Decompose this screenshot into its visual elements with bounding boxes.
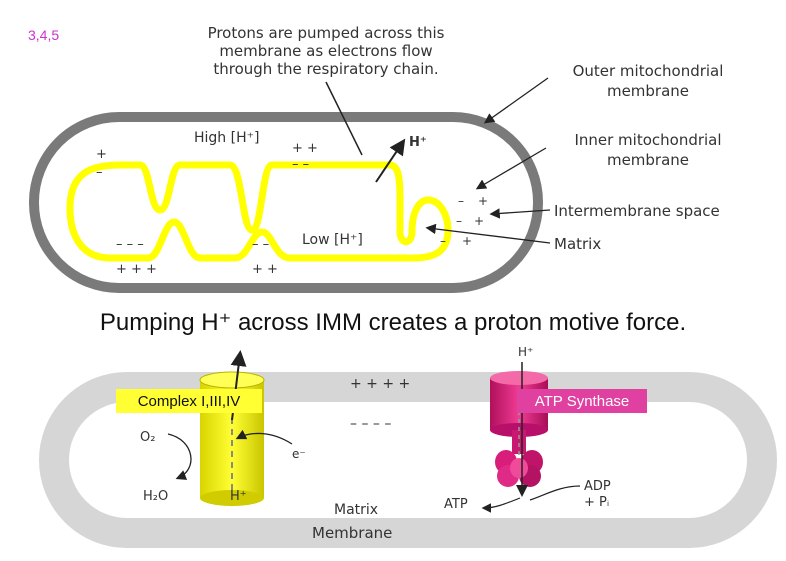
callout-line-3: through the respiratory chain. [213, 60, 438, 78]
outer-membrane-label: Outer mitochondrial [573, 62, 724, 80]
charge-plus: + + [292, 141, 318, 156]
charge-plus: + + + [116, 262, 157, 277]
callout-line-2: membrane as electrons flow [219, 42, 432, 60]
minus-row: – – – – [350, 416, 391, 432]
charge-minus: – – [292, 157, 309, 172]
atp-synthase-label-box [517, 389, 647, 413]
headline: Pumping H⁺ across IMM creates a proton m… [100, 309, 686, 336]
charge-minus: – – – [116, 237, 144, 252]
charge-plus: + [474, 214, 484, 228]
complex-label: Complex I,III,IV [138, 393, 241, 410]
high-h-label: High [H⁺] [194, 130, 259, 146]
electron-label: e⁻ [292, 447, 306, 461]
pi-label: + Pᵢ [584, 495, 609, 510]
matrix-pointer [425, 223, 551, 244]
charge-minus: – [440, 234, 446, 248]
h2o-label: H₂O [143, 489, 168, 504]
o2-label: O₂ [140, 430, 155, 445]
outer-membrane-label-2: membrane [607, 82, 689, 100]
low-h-label: Low [H⁺] [302, 232, 363, 248]
adp-arrow [529, 485, 581, 501]
atp-label: ATP [444, 497, 468, 512]
atp-synthase [490, 371, 548, 487]
proton-arrow [375, 138, 406, 183]
charge-minus: – [96, 165, 103, 180]
o2-to-h2o-arrow [167, 433, 192, 480]
adp-label: ADP [584, 479, 611, 494]
charge-plus: + [96, 147, 107, 162]
charge-minus: – – [252, 237, 269, 252]
intermembrane-label: Intermembrane space [554, 202, 720, 220]
charge-plus: + + [252, 262, 278, 277]
atp-synthase-label: ATP Synthase [535, 393, 630, 410]
charge-plus: + [478, 194, 488, 208]
inner-membrane-label-2: membrane [607, 151, 689, 169]
page-number: 3,4,5 [28, 27, 59, 43]
proton-label: H⁺ [409, 135, 427, 150]
atp-arrow [481, 497, 521, 513]
synthase-h-label: H⁺ [518, 345, 533, 359]
callout-line-1: Protons are pumped across this [208, 24, 445, 42]
inner-pointer [475, 147, 547, 190]
membrane-label: Membrane [312, 524, 392, 542]
intermembrane-pointer [489, 208, 551, 219]
charge-minus: – [456, 214, 462, 228]
charge-minus: – [458, 194, 464, 208]
electron-arrow [235, 429, 293, 445]
inner-membrane-label: Inner mitochondrial [574, 131, 721, 149]
charge-plus: + [462, 234, 472, 248]
callout-pointer [325, 81, 363, 156]
complex-label-box [116, 389, 262, 413]
complex-h-label: H⁺ [230, 489, 247, 504]
matrix-label: Matrix [554, 235, 601, 253]
plus-row: + + + + [350, 376, 410, 392]
inner-membrane [66, 161, 452, 262]
outer-pointer [483, 77, 549, 124]
bottom-matrix-label: Matrix [334, 502, 378, 518]
